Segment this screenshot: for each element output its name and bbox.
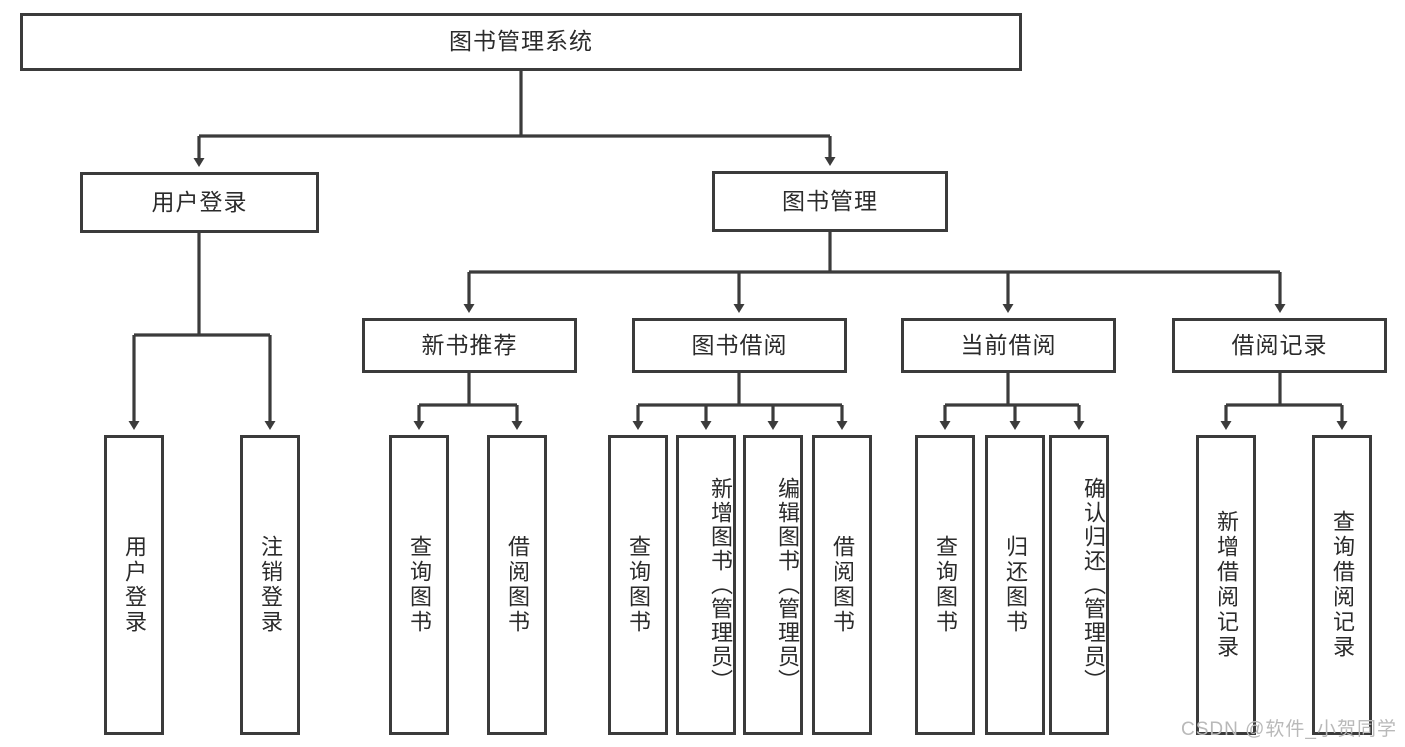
- node-leaf-borrow-book-1[interactable]: 借阅图书: [487, 435, 547, 735]
- node-label: 图书管理: [782, 187, 878, 214]
- node-leaf-query-book-1[interactable]: 查询图书: [389, 435, 449, 735]
- node-label: 编辑图书（管理员）: [775, 477, 800, 693]
- node-label: 新增图书（管理员）: [708, 477, 733, 693]
- node-label: 图书管理系统: [449, 28, 593, 55]
- node-label: 查询图书: [932, 535, 958, 635]
- node-label: 用户登录: [121, 535, 147, 635]
- node-label: 归还图书: [1002, 535, 1028, 635]
- node-leaf-borrow-book-2[interactable]: 借阅图书: [812, 435, 872, 735]
- node-label: 确认归还（管理员）: [1081, 477, 1106, 693]
- node-leaf-return-book[interactable]: 归还图书: [985, 435, 1045, 735]
- node-label: 查询图书: [406, 535, 432, 635]
- node-user-login[interactable]: 用户登录: [80, 172, 319, 233]
- node-label: 图书借阅: [691, 331, 788, 358]
- node-label: 借阅图书: [504, 535, 530, 635]
- node-label: 查询借阅记录: [1329, 510, 1355, 660]
- node-current-borrow[interactable]: 当前借阅: [901, 318, 1116, 373]
- node-new-book-recommend[interactable]: 新书推荐: [362, 318, 577, 373]
- node-leaf-logout[interactable]: 注销登录: [240, 435, 300, 735]
- node-label: 借阅图书: [829, 535, 855, 635]
- node-leaf-user-login[interactable]: 用户登录: [104, 435, 164, 735]
- watermark: CSDN @软件_小贺同学: [1181, 719, 1397, 740]
- node-leaf-query-book-2[interactable]: 查询图书: [608, 435, 668, 735]
- node-label: 注销登录: [257, 535, 283, 635]
- node-label: 查询图书: [625, 535, 651, 635]
- node-leaf-add-book[interactable]: 新增图书（管理员）: [676, 435, 736, 735]
- node-leaf-query-book-3[interactable]: 查询图书: [915, 435, 975, 735]
- node-label: 新增借阅记录: [1213, 510, 1239, 660]
- node-leaf-edit-book[interactable]: 编辑图书（管理员）: [743, 435, 803, 735]
- node-borrow-record[interactable]: 借阅记录: [1172, 318, 1387, 373]
- node-label: 借阅记录: [1231, 331, 1328, 358]
- node-book-manage[interactable]: 图书管理: [712, 171, 948, 232]
- node-leaf-add-record[interactable]: 新增借阅记录: [1196, 435, 1256, 735]
- node-label: 新书推荐: [421, 331, 518, 358]
- node-book-borrow[interactable]: 图书借阅: [632, 318, 847, 373]
- node-leaf-query-record[interactable]: 查询借阅记录: [1312, 435, 1372, 735]
- node-label: 用户登录: [151, 188, 248, 215]
- node-leaf-confirm-return[interactable]: 确认归还（管理员）: [1049, 435, 1109, 735]
- node-label: 当前借阅: [960, 331, 1057, 358]
- node-root-system[interactable]: 图书管理系统: [20, 13, 1022, 71]
